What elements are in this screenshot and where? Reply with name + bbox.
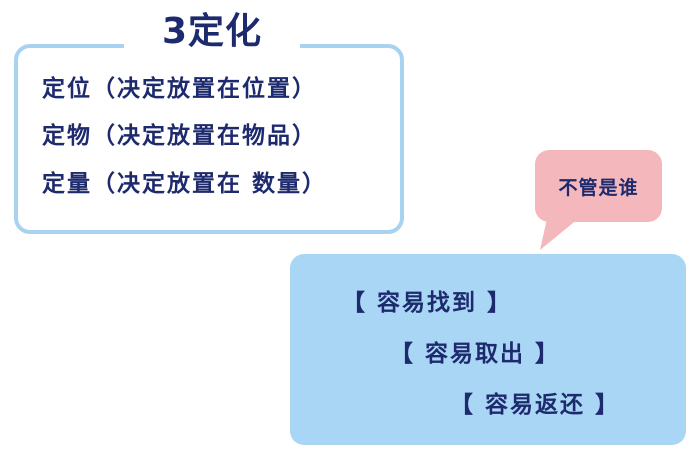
benefit-easy-return: 【 容易返还 】 bbox=[450, 392, 621, 418]
speech-bubble-text: 不管是谁 bbox=[558, 176, 639, 199]
card-line-item: 定物（决定放置在物品） bbox=[42, 123, 317, 149]
benefit-easy-find: 【 容易找到 】 bbox=[342, 290, 513, 316]
card-title-wrap: 3定化 bbox=[124, 10, 300, 54]
card-line-position: 定位（决定放置在位置） bbox=[42, 76, 317, 102]
speech-bubble: 不管是谁 bbox=[535, 150, 662, 222]
benefits-panel bbox=[290, 254, 686, 445]
benefit-easy-take-out: 【 容易取出 】 bbox=[390, 341, 561, 367]
card-line-quantity: 定量（决定放置在 数量） bbox=[42, 171, 328, 197]
card-title: 3定化 bbox=[161, 11, 263, 52]
